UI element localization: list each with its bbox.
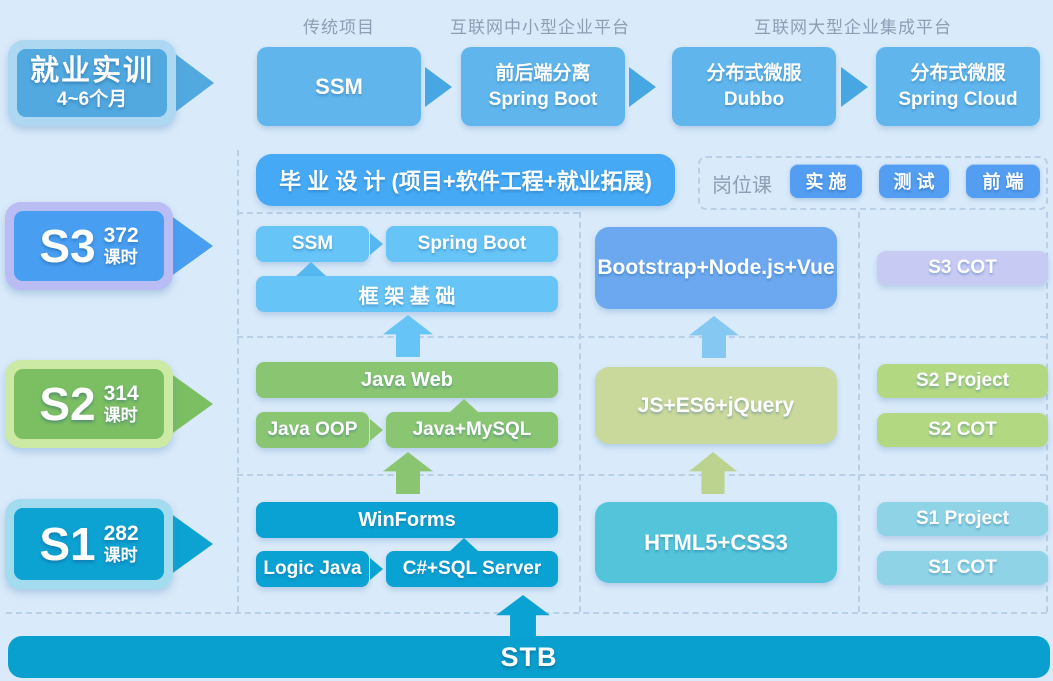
course-box-label: Java OOP — [267, 419, 358, 440]
dashed-divider-vertical — [237, 150, 239, 612]
course-box-label: Spring Boot — [417, 233, 527, 254]
course-box-s1-logicjava: Logic Java — [256, 551, 369, 587]
dashed-divider-horizontal — [237, 336, 1046, 338]
course-box-label: Logic Java — [263, 558, 362, 579]
small-up-arrow-icon — [450, 538, 478, 551]
dashed-divider-vertical — [579, 212, 581, 612]
course-box-springboot-separation: 前后端分离 Spring Boot — [461, 47, 625, 126]
course-box-s1-csharpsql: C#+SQL Server — [386, 551, 558, 587]
course-box-label: S3 COT — [928, 257, 997, 278]
course-box-s2-javaoop: Java OOP — [256, 412, 369, 448]
course-box-label: 分布式微服 — [910, 62, 1006, 84]
dashed-divider-horizontal — [237, 212, 579, 214]
course-box-label: Bootstrap+Node.js+Vue — [597, 256, 835, 279]
course-box-s1-winforms: WinForms — [256, 502, 558, 538]
employment-training-title: 就业实训 — [29, 55, 154, 88]
course-box-label: Spring Boot — [488, 88, 598, 110]
stage-s1-name: S1 — [39, 518, 96, 570]
course-box-dubbo: 分布式微服 Dubbo — [672, 47, 836, 126]
employment-training-duration: 4~6个月 — [56, 89, 128, 110]
small-right-arrow-icon — [370, 419, 383, 441]
stage-s2-hours: 314 — [103, 382, 139, 406]
flow-right-arrow-icon — [629, 67, 656, 107]
flow-right-arrow-icon — [841, 67, 868, 107]
dashed-divider-vertical — [858, 212, 860, 612]
stage-badge-s1: S1 282 课时 — [5, 499, 173, 589]
graduation-design-bar: 毕 业 设 计 (项目+软件工程+就业拓展) — [256, 154, 675, 206]
block-up-arrow-icon — [383, 452, 433, 494]
employment-training-badge-inner: 就业实训 4~6个月 — [17, 49, 167, 117]
employment-training-badge: 就业实训 4~6个月 — [8, 40, 176, 126]
foundation-stb-label: STB — [500, 641, 558, 672]
course-box-label: WinForms — [358, 508, 456, 531]
stage-badge-s2: S2 314 课时 — [5, 360, 173, 448]
stage-s1-hours: 282 — [103, 522, 139, 546]
small-up-arrow-icon — [450, 399, 478, 412]
small-right-arrow-icon — [370, 233, 383, 255]
course-box-s3-cot: S3 COT — [877, 251, 1048, 285]
course-box-label: 分布式微服 — [706, 62, 802, 84]
foundation-stb-bar: STB — [8, 636, 1050, 678]
stage-s2-hours-unit: 课时 — [103, 406, 138, 426]
job-course-button-implementation[interactable]: 实 施 — [790, 164, 862, 198]
graduation-design-label: 毕 业 设 计 (项目+软件工程+就业拓展) — [279, 169, 652, 194]
course-box-s2-javamysql: Java+MySQL — [386, 412, 558, 448]
course-box-label: SSM — [291, 233, 334, 254]
course-box-s2-javaweb: Java Web — [256, 362, 558, 398]
course-box-s1-frontend: HTML5+CSS3 — [595, 502, 837, 583]
course-box-label: Spring Cloud — [898, 88, 1018, 110]
course-box-ssm-top: SSM — [257, 47, 421, 126]
course-box-label: SSM — [315, 73, 363, 99]
job-course-button-testing[interactable]: 测 试 — [879, 164, 949, 198]
course-box-s3-ssm: SSM — [256, 226, 369, 262]
course-box-s1-project: S1 Project — [877, 502, 1048, 536]
course-box-label: Java+MySQL — [412, 419, 532, 440]
course-box-s2-project: S2 Project — [877, 364, 1048, 398]
job-courses-label: 岗位课 — [712, 175, 772, 197]
course-box-springcloud: 分布式微服 Spring Cloud — [876, 47, 1040, 126]
block-up-arrow-icon — [496, 595, 550, 639]
course-box-label: HTML5+CSS3 — [644, 529, 788, 555]
course-box-label: Java Web — [361, 368, 453, 391]
course-box-label: 框 架 基 础 — [358, 285, 456, 308]
course-box-s3-framework-basics: 框 架 基 础 — [256, 276, 558, 312]
small-right-arrow-icon — [370, 558, 383, 580]
small-up-arrow-icon — [296, 262, 326, 276]
dashed-divider-vertical — [1046, 212, 1048, 612]
course-box-label: JS+ES6+jQuery — [637, 393, 795, 417]
course-box-label: S2 COT — [928, 419, 997, 440]
course-box-label: Dubbo — [723, 88, 785, 110]
flow-right-arrow-icon — [425, 67, 452, 107]
course-box-label: 前后端分离 — [495, 62, 591, 84]
stage-s3-name: S3 — [39, 220, 96, 272]
course-box-s2-cot: S2 COT — [877, 413, 1048, 447]
column-label-sme-platform: 互联网中小型企业平台 — [450, 18, 630, 37]
block-up-arrow-icon — [689, 452, 737, 494]
stage-s3-hours-unit: 课时 — [103, 248, 138, 268]
course-box-label: S1 Project — [916, 508, 1009, 529]
column-label-traditional-project: 传统项目 — [303, 18, 375, 37]
job-courses-panel — [698, 156, 1048, 210]
course-box-label: S2 Project — [916, 370, 1009, 391]
stage-s1-hours-unit: 课时 — [103, 546, 138, 566]
stage-s2-name: S2 — [39, 378, 96, 430]
stage-badge-s3-inner: S3 372 课时 — [14, 211, 164, 281]
course-box-s3-springboot: Spring Boot — [386, 226, 558, 262]
stage-badge-s2-inner: S2 314 课时 — [14, 369, 164, 439]
dashed-divider-horizontal — [237, 474, 1046, 476]
stage-badge-s3: S3 372 课时 — [5, 202, 173, 290]
stage-s3-hours: 372 — [103, 224, 139, 248]
course-box-label: C#+SQL Server — [402, 558, 542, 579]
job-course-button-frontend[interactable]: 前 端 — [966, 164, 1040, 198]
course-box-s2-frontend: JS+ES6+jQuery — [595, 367, 837, 444]
course-box-label: S1 COT — [928, 557, 997, 578]
stage-badge-s1-inner: S1 282 课时 — [14, 508, 164, 580]
course-box-s1-cot: S1 COT — [877, 551, 1048, 585]
column-label-enterprise-platform: 互联网大型企业集成平台 — [754, 18, 952, 37]
course-box-s3-frontend: Bootstrap+Node.js+Vue — [595, 227, 837, 309]
